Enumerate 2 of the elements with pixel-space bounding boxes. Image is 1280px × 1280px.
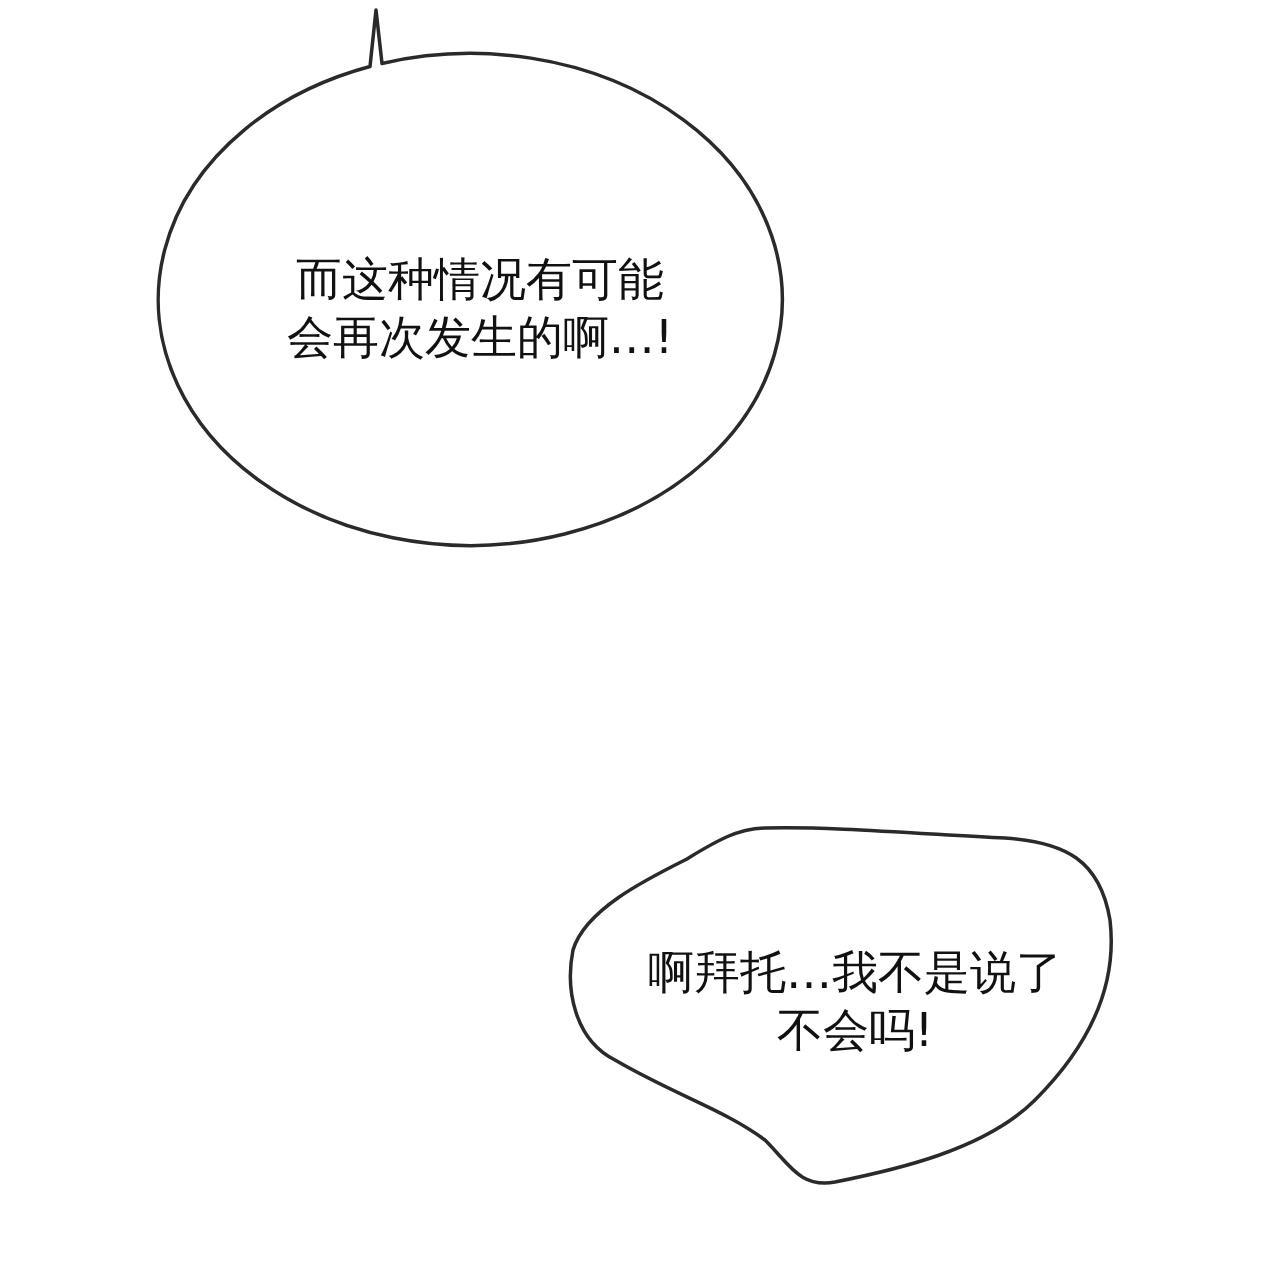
dialogue-text: 啊拜托…我不是说了不会吗! [647, 944, 1063, 1059]
dialogue-text: 而这种情况有可能会再次发生的啊…! [285, 251, 675, 366]
